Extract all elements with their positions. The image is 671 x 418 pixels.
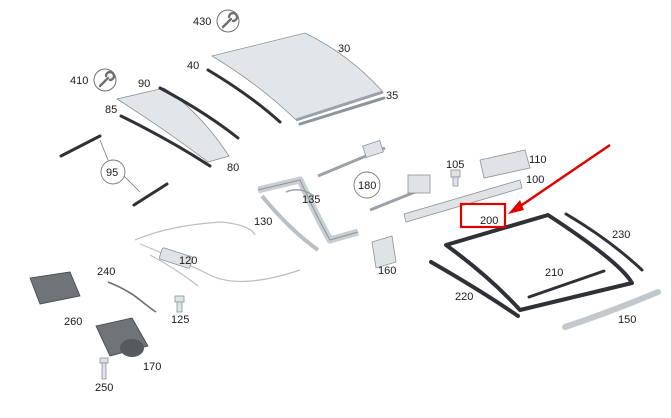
seal-strip-80 <box>119 114 212 168</box>
strip-set-95 <box>59 134 169 207</box>
label-410: 410 <box>70 75 88 87</box>
label-240: 240 <box>97 266 115 278</box>
motor-260 <box>29 271 81 305</box>
glass-panel-30 <box>210 32 384 122</box>
cable-240 <box>107 281 157 313</box>
bolt-125 <box>174 295 185 313</box>
seal-strip-40 <box>206 68 282 124</box>
label-430: 430 <box>193 16 211 28</box>
label-85: 85 <box>105 104 117 116</box>
label-40: 40 <box>187 60 199 72</box>
seal-220 <box>429 260 520 318</box>
label-230: 230 <box>612 229 630 241</box>
label-200: 200 <box>480 215 498 227</box>
wrench-icon <box>93 68 117 92</box>
label-110: 110 <box>529 154 547 166</box>
label-210: 210 <box>545 267 563 279</box>
label-100: 100 <box>526 174 544 186</box>
module-160 <box>371 235 397 269</box>
strip-210-inner <box>527 269 606 299</box>
label-35: 35 <box>386 90 398 102</box>
label-105: 105 <box>446 159 464 171</box>
label-95: 95 <box>106 167 118 179</box>
cable-135 <box>285 189 315 197</box>
label-180: 180 <box>358 180 376 192</box>
label-220: 220 <box>455 291 473 303</box>
label-135: 135 <box>302 194 320 206</box>
highlight-box-200 <box>459 202 507 229</box>
label-90: 90 <box>138 78 150 90</box>
glass-panel-85 <box>115 87 230 163</box>
label-125: 125 <box>171 314 189 326</box>
seal-230 <box>564 212 644 272</box>
trim-strip-35 <box>298 96 386 126</box>
label-170: 170 <box>143 361 161 373</box>
label-80: 80 <box>227 162 239 174</box>
wrench-icon <box>216 9 240 33</box>
wiring-harness-120 <box>134 221 301 287</box>
bolt-105 <box>450 169 461 187</box>
highlight-arrow <box>508 143 611 214</box>
roof-frame-130 <box>257 176 359 252</box>
seal-strip-90 <box>158 86 240 140</box>
label-150: 150 <box>618 314 636 326</box>
label-130: 130 <box>254 216 272 228</box>
label-260: 260 <box>64 316 82 328</box>
label-160: 160 <box>378 265 396 277</box>
seal-210 <box>444 213 634 312</box>
drive-motor-170 <box>95 317 149 357</box>
screw-250 <box>99 357 109 380</box>
strip-150 <box>562 289 661 330</box>
label-120: 120 <box>179 255 197 267</box>
guide-rail-set-180 <box>317 140 431 212</box>
label-30: 30 <box>338 43 350 55</box>
bracket-110 <box>479 149 531 179</box>
cross-member-100 <box>403 179 523 223</box>
label-250: 250 <box>95 382 113 394</box>
